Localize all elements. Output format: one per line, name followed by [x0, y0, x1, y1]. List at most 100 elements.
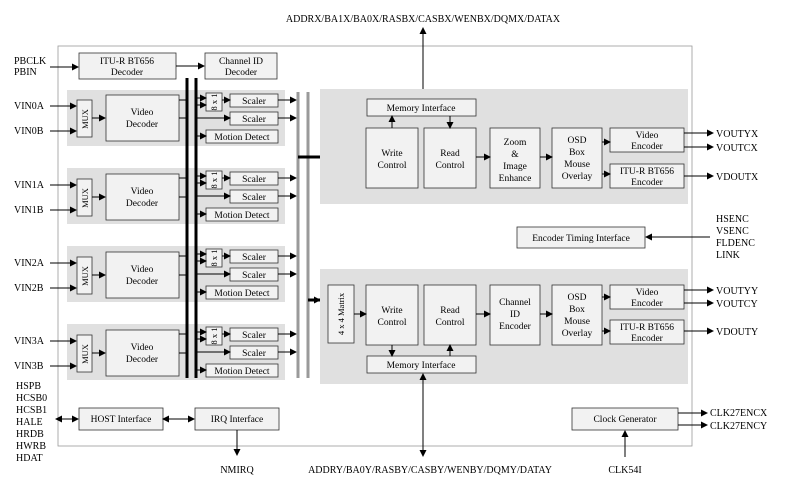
motion-detect-label: Motion Detect: [214, 289, 270, 299]
itu-decoder-label-2: Decoder: [111, 68, 144, 78]
scaler-label-2: Scaler: [242, 193, 267, 203]
mux-label: MUX: [80, 344, 90, 364]
vsenc-label: VSENC: [716, 226, 749, 237]
itu-encoder-x-label-2: Encoder: [631, 178, 663, 188]
decoder-outputs: [179, 99, 186, 354]
channel-id-decoder-label-2: Decoder: [225, 68, 258, 78]
host-signal-hcsb0: HCSB0: [16, 393, 47, 404]
osd-y-box: [551, 284, 603, 346]
clk54i-label: CLK54I: [608, 465, 641, 476]
video-decoder-label-2: Decoder: [126, 120, 159, 130]
video-decoder-box: [105, 251, 180, 299]
bus-taps: [196, 94, 231, 374]
write-control-y-label-2: Control: [377, 318, 406, 328]
clk27ency-label: CLK27ENCY: [710, 421, 767, 432]
video-decoder-label-2: Decoder: [126, 277, 159, 287]
video-encoder-x-label-2: Encoder: [631, 142, 663, 152]
read-control-x-box: [423, 127, 477, 189]
itu-encoder-y-label-1: ITU-R BT656: [620, 323, 674, 333]
host-signal-hspb: HSPB: [16, 381, 41, 392]
channel-id-encoder-label-2: ID: [510, 310, 520, 320]
irq-interface-label: IRQ Interface: [211, 414, 263, 425]
write-control-x-label-2: Control: [377, 161, 406, 171]
video-decoder-label-1: Video: [131, 265, 154, 275]
fldenc-label: FLDENC: [716, 238, 755, 249]
channel-id-encoder-box: [489, 284, 541, 346]
switch-label: 8 x 1: [209, 250, 219, 267]
vin2b-label: VIN2B: [14, 283, 44, 294]
osd-x-label-2: Box: [569, 148, 585, 158]
host-signal-hcsb1: HCSB1: [16, 405, 47, 416]
matrix-label: 4 x 4 Matrix: [336, 292, 346, 335]
switch-label: 8 x 1: [209, 94, 219, 111]
mux-label: MUX: [80, 109, 90, 129]
vdoutx-label: VDOUTX: [716, 172, 759, 183]
zoom-label-4: Enhance: [499, 174, 532, 184]
zoom-label-2: &: [511, 150, 519, 160]
clock-generator-label: Clock Generator: [593, 415, 657, 425]
osd-y-label-1: OSD: [567, 293, 586, 303]
channel-0: VIN0A VIN0B MUX Video Decoder 8 x 1 Scal…: [14, 90, 285, 146]
channel-3: VIN3A VIN3B MUX Video Decoder 8 x 1 Scal…: [14, 324, 285, 380]
host-interface-label: HOST Interface: [91, 414, 152, 425]
osd-x-label-1: OSD: [567, 136, 586, 146]
channel-1: VIN1A VIN1B MUX Video Decoder 8 x 1 Scal…: [14, 168, 285, 224]
read-control-y-box: [423, 284, 477, 346]
video-encoder-y-label-2: Encoder: [631, 299, 663, 309]
read-control-x-label-1: Read: [440, 149, 460, 159]
osd-x-box: [551, 127, 603, 189]
read-control-y-label-1: Read: [440, 306, 460, 316]
channel-id-encoder-label-3: Encoder: [499, 322, 531, 332]
video-decoder-label-1: Video: [131, 108, 154, 118]
write-control-x-box: [365, 127, 419, 189]
channel-id-decoder-box: [204, 52, 278, 80]
scaler-label-2: Scaler: [242, 115, 267, 125]
host-signal-hale: HALE: [16, 417, 43, 428]
switch-label: 8 x 1: [209, 172, 219, 189]
video-decoder-box: [105, 173, 180, 221]
voutyx-label: VOUTYX: [716, 129, 759, 140]
itu-encoder-y-box: [609, 319, 685, 345]
motion-detect-label: Motion Detect: [214, 133, 270, 143]
itu-decoder-box: [78, 52, 177, 80]
mux-label: MUX: [80, 188, 90, 208]
scaler-label-1: Scaler: [242, 175, 267, 185]
itu-encoder-y-label-2: Encoder: [631, 334, 663, 344]
matrix-box: [327, 284, 355, 344]
host-signal-hdat: HDAT: [16, 453, 43, 464]
scaler-label-1: Scaler: [242, 253, 267, 263]
channel-id-encoder-label-1: Channel: [499, 298, 531, 308]
vdouty-label: VDOUTY: [716, 327, 758, 338]
osd-x-label-4: Overlay: [562, 172, 593, 182]
osd-x-label-3: Mouse: [564, 160, 590, 170]
pbclk-label: PBCLK: [14, 56, 47, 67]
memory-interface-y-label: Memory Interface: [387, 360, 456, 371]
video-decoder-label-2: Decoder: [126, 199, 159, 209]
channel-2: VIN2A VIN2B MUX Video Decoder 8 x 1 Scal…: [14, 246, 285, 302]
motion-detect-label: Motion Detect: [214, 211, 270, 221]
vin3b-label: VIN3B: [14, 361, 44, 372]
video-encoder-y-label-1: Video: [636, 288, 659, 298]
zoom-label-3: Image: [503, 162, 527, 172]
video-decoder-box: [105, 329, 180, 377]
scaler-label-1: Scaler: [242, 331, 267, 341]
write-control-x-label-1: Write: [381, 149, 402, 159]
video-encoder-x-label-1: Video: [636, 131, 659, 141]
hsenc-label: HSENC: [716, 214, 749, 225]
osd-y-label-3: Mouse: [564, 317, 590, 327]
encoder-timing-label: Encoder Timing Interface: [532, 233, 630, 244]
scaler-label-2: Scaler: [242, 271, 267, 281]
vin0b-label: VIN0B: [14, 126, 44, 137]
vin2a-label: VIN2A: [14, 258, 45, 269]
read-control-x-label-2: Control: [435, 161, 464, 171]
top-bus-label: ADDRX/BA1X/BA0X/RASBX/CASBX/WENBX/DQMX/D…: [286, 14, 561, 25]
voutyy-label: VOUTYY: [716, 286, 758, 297]
itu-encoder-x-label-1: ITU-R BT656: [620, 167, 674, 177]
memory-interface-x-box: [366, 98, 477, 117]
motion-detect-label: Motion Detect: [214, 367, 270, 377]
host-signal-hrdb: HRDB: [16, 429, 44, 440]
write-control-y-label-1: Write: [381, 306, 402, 316]
scaler-outputs: [278, 96, 297, 356]
link-label: LINK: [716, 250, 741, 261]
